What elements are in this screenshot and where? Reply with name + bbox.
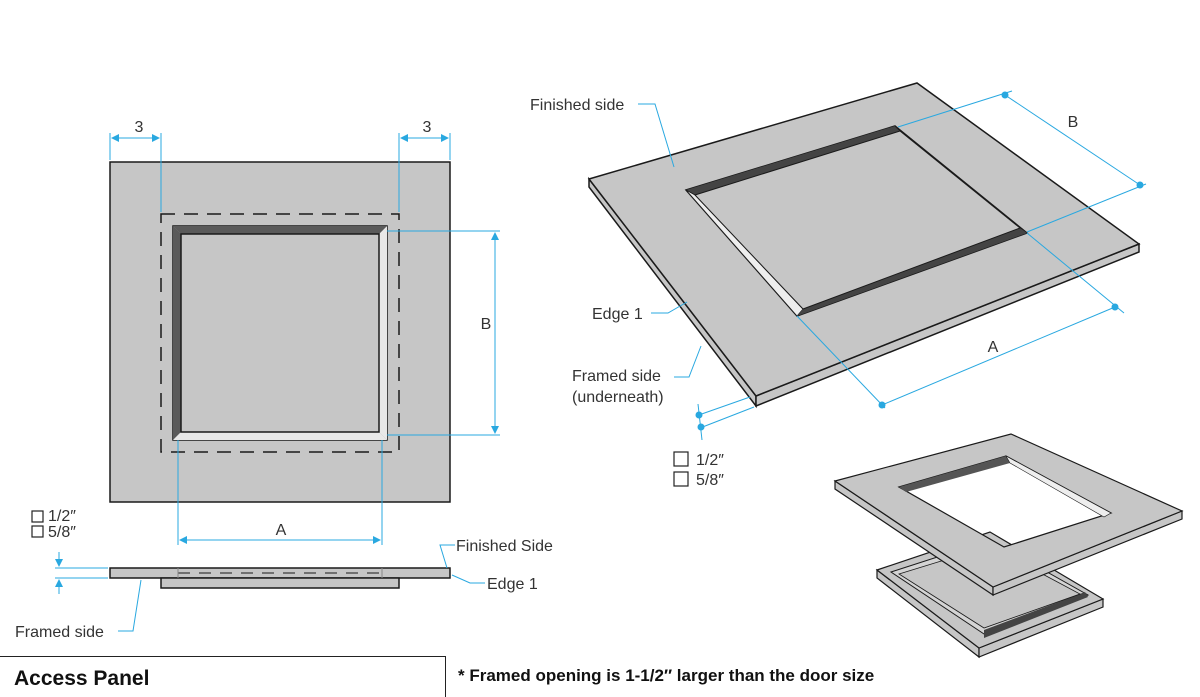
dimension-a (177, 440, 383, 545)
iso-dimension-a-label: A (988, 339, 999, 356)
inner-panel-bevel-left (173, 226, 181, 440)
inner-panel-bevel-bottom (173, 432, 387, 440)
option-1-2-label: 1/2″ (48, 508, 76, 525)
dimension-a-label: A (276, 522, 287, 539)
checkbox-1-2 (31, 510, 44, 523)
footnote: * Framed opening is 1-1/2″ larger than t… (458, 666, 875, 685)
inner-panel-bevel-top (173, 226, 387, 234)
page-title: Access Panel (14, 667, 150, 690)
iso-recess-groove-bottom (797, 228, 1027, 316)
iso-option-1-2-label: 1/2″ (696, 452, 724, 469)
lower-panel-groove (984, 592, 1088, 638)
iso-option-5-8-label: 5/8″ (696, 472, 724, 489)
framed-opening-outline (160, 213, 400, 453)
title-block: Access Panel (0, 656, 446, 697)
iso-recess-groove-top (686, 126, 900, 195)
iso-checkbox-5-8 (673, 471, 689, 487)
iso-thickness-dimension (695, 396, 755, 441)
iso-dimension-b-label: B (1068, 114, 1079, 131)
side-framed-side-label: Framed side (15, 624, 104, 641)
iso-dimension-a (796, 232, 1125, 409)
dimension-b (387, 230, 500, 436)
iso-framed-side-sub-label: (underneath) (572, 389, 664, 406)
side-leaders (118, 544, 485, 632)
side-view: Finished Side Edge 1 Framed side (15, 538, 553, 641)
side-panel (109, 567, 451, 579)
side-finished-side-label: Finished Side (456, 538, 553, 555)
dimension-left-label: 3 (135, 119, 144, 136)
iso-checkbox-1-2 (673, 451, 689, 467)
dimension-left-3 (109, 133, 162, 212)
exploded-view (833, 433, 1184, 659)
iso-leaders (638, 103, 702, 378)
inner-panel-bevel-right (379, 226, 387, 440)
iso-view: B A Finished side Edge 1 Framed side (un… (530, 82, 1147, 489)
iso-dimension-b (897, 90, 1147, 233)
dimension-right-label: 3 (423, 119, 432, 136)
frame-opening-wall (899, 456, 1010, 492)
side-thickness-dimension (55, 552, 108, 594)
option-5-8-label: 5/8″ (48, 524, 76, 541)
front-view: 3 3 B A (109, 119, 500, 545)
frame-opening-wall-right (1005, 455, 1112, 518)
iso-recess-face (694, 130, 1021, 310)
dimension-right-3 (398, 133, 451, 212)
dimension-b-label: B (481, 316, 492, 333)
side-frame (160, 577, 400, 589)
side-edge-label: Edge 1 (487, 576, 538, 593)
thickness-options-left: 1/2″ 5/8″ (31, 508, 76, 541)
inner-panel-face (180, 233, 380, 433)
iso-finished-side-label: Finished side (530, 97, 624, 114)
iso-edge-label: Edge 1 (592, 306, 643, 323)
checkbox-5-8 (31, 525, 44, 538)
iso-framed-side-label: Framed side (572, 368, 661, 385)
frame-top (833, 433, 1184, 588)
